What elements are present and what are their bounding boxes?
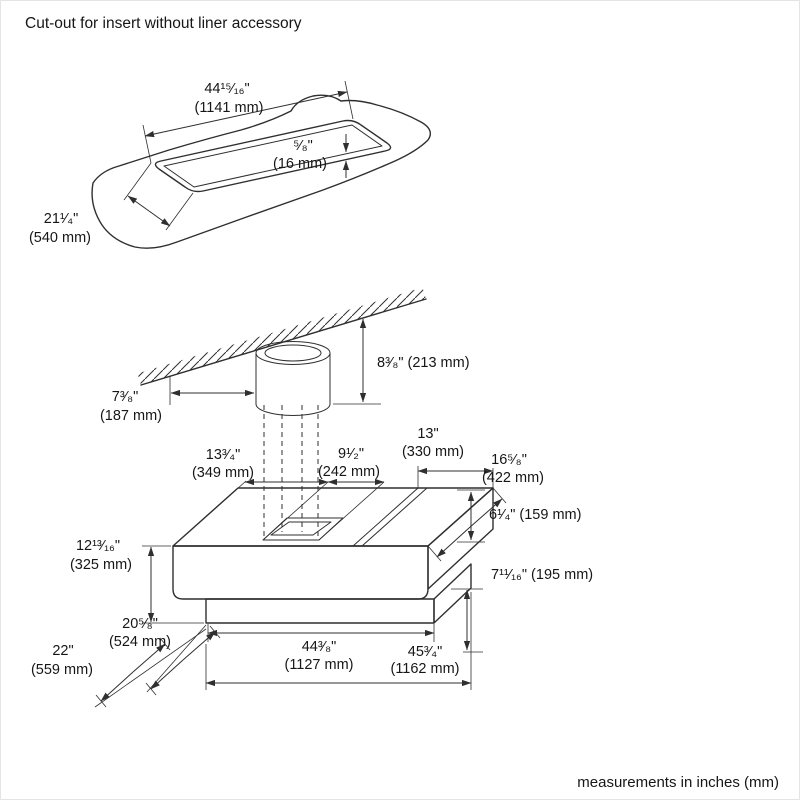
label-body-depth-in: 20⁵⁄₈" — [122, 616, 158, 632]
dim-cutout-depth: 21¹⁄₄" (540 mm) — [29, 162, 194, 246]
label-duct-offset-mm: (187 mm) — [100, 408, 162, 424]
hood-view: 13³⁄₄" (349 mm) 9¹⁄₂" (242 mm) 13" (330 … — [31, 426, 593, 708]
dim-body-depth: 20⁵⁄₈" (524 mm) — [109, 616, 221, 696]
ceiling-duct-view: 8³⁄₈" (213 mm) 7³⁄₈" (187 mm) — [100, 287, 470, 537]
dim-cutout-lip: ⁵⁄₈" (16 mm) — [273, 134, 350, 178]
dim-total-depth: 22" (559 mm) — [31, 628, 207, 708]
dim-collar-width: 9¹⁄₂" (242 mm) — [318, 446, 385, 541]
cutout-view: 44¹⁵⁄₁₆" (1141 mm) ⁵⁄₈" (16 mm) 21¹⁄₄" (… — [29, 80, 431, 249]
vent-plate-lines — [352, 487, 428, 547]
hood-lower-front — [205, 598, 435, 624]
hood-front-face — [172, 545, 429, 600]
projection-lines — [263, 405, 319, 537]
label-left-to-collar-mm: (349 mm) — [192, 465, 254, 481]
label-left-to-collar-in: 13³⁄₄" — [206, 447, 240, 463]
label-vent-depth-mm: (422 mm) — [482, 470, 544, 486]
label-vent-depth-in: 16⁵⁄₈" — [491, 452, 527, 468]
label-body-depth-mm: (524 mm) — [109, 634, 171, 650]
dim-duct-offset: 7³⁄₈" (187 mm) — [100, 376, 255, 424]
label-cutout-depth-in: 21¹⁄₄" — [44, 211, 78, 227]
dim-vent-depth: 16⁵⁄₈" (422 mm) — [427, 452, 544, 562]
label-total-depth-mm: (559 mm) — [31, 662, 93, 678]
dim-body-height: 12¹³⁄₁₆" (325 mm) — [70, 538, 204, 624]
dim-lower-height: 7¹¹⁄₁₆" (195 mm) — [451, 567, 593, 653]
label-body-height-mm: (325 mm) — [70, 557, 132, 573]
hood-top-face — [172, 487, 494, 547]
label-cutout-depth-mm: (540 mm) — [29, 230, 91, 246]
duct-cylinder — [255, 341, 331, 416]
dim-total-width: 45³⁄₄" (1162 mm) — [205, 592, 472, 690]
page-title: Cut-out for insert without liner accesso… — [25, 15, 302, 32]
cutout-lip — [163, 124, 383, 188]
label-duct-offset-in: 7³⁄₈" — [112, 389, 138, 405]
worktop-outline — [91, 94, 431, 249]
hood-lower-right — [433, 563, 472, 624]
cutout-opening — [154, 119, 392, 193]
label-cutout-width-mm: (1141 mm) — [194, 100, 263, 116]
ceiling-hatch — [137, 287, 426, 385]
dim-cutout-width: 44¹⁵⁄₁₆" (1141 mm) — [142, 80, 354, 164]
dim-duct-drop: 8³⁄₈" (213 mm) — [333, 318, 470, 405]
dim-rear-height: 6¹⁄₄" (159 mm) — [457, 489, 581, 543]
label-lip-in: ⁵⁄₈" — [293, 138, 313, 154]
label-total-width-mm: (1162 mm) — [390, 661, 459, 677]
label-vent-width-in: 13" — [417, 426, 438, 442]
label-body-height-in: 12¹³⁄₁₆" — [76, 538, 120, 554]
label-total-depth-in: 22" — [52, 643, 73, 659]
label-body-width-in: 44³⁄₈" — [302, 639, 337, 655]
label-total-width-in: 45³⁄₄" — [408, 644, 442, 660]
dim-vent-width: 13" (330 mm) — [402, 426, 494, 488]
units-note: measurements in inches (mm) — [577, 774, 779, 791]
label-collar-width-in: 9¹⁄₂" — [338, 446, 364, 462]
label-lip-mm: (16 mm) — [273, 156, 327, 172]
label-cutout-width-in: 44¹⁵⁄₁₆" — [204, 81, 249, 97]
label-collar-width-mm: (242 mm) — [318, 464, 380, 480]
dim-body-width: 44³⁄₈" (1127 mm) — [207, 624, 435, 673]
dim-left-to-collar: 13³⁄₄" (349 mm) — [172, 447, 329, 547]
label-rear-height: 6¹⁄₄" (159 mm) — [489, 507, 581, 523]
label-lower-height: 7¹¹⁄₁₆" (195 mm) — [491, 567, 593, 583]
label-vent-width-mm: (330 mm) — [402, 444, 464, 460]
label-duct-drop: 8³⁄₈" (213 mm) — [377, 355, 470, 371]
label-body-width-mm: (1127 mm) — [284, 657, 353, 673]
